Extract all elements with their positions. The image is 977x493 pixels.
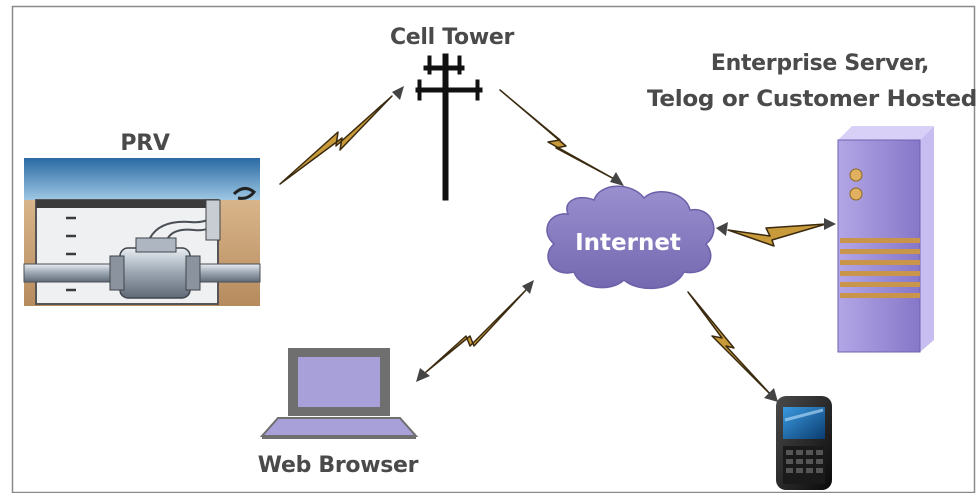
lightning-bolt-icon: [279, 86, 404, 185]
lightning-bolt-icon: [416, 280, 534, 382]
smartphone-icon: [776, 396, 832, 490]
prv-label: PRV: [120, 131, 169, 156]
lightning-bolt-icon: [716, 218, 836, 247]
enterprise-server-label-line1: Enterprise Server,: [711, 51, 929, 76]
prv-vault-icon: [23, 158, 261, 306]
lightning-bolt-icon: [687, 291, 778, 402]
server-tower-icon: [837, 126, 934, 353]
internet-label: Internet: [575, 230, 681, 256]
lightning-bolt-icon: [499, 89, 624, 186]
laptop-icon: [259, 348, 419, 439]
internet-cloud-icon: Internet: [546, 185, 715, 290]
cell-tower-label: Cell Tower: [390, 25, 515, 50]
web-browser-label: Web Browser: [258, 453, 419, 478]
cell-tower-icon: [415, 53, 483, 201]
enterprise-server-label-line2: Telog or Customer Hosted: [647, 87, 977, 112]
